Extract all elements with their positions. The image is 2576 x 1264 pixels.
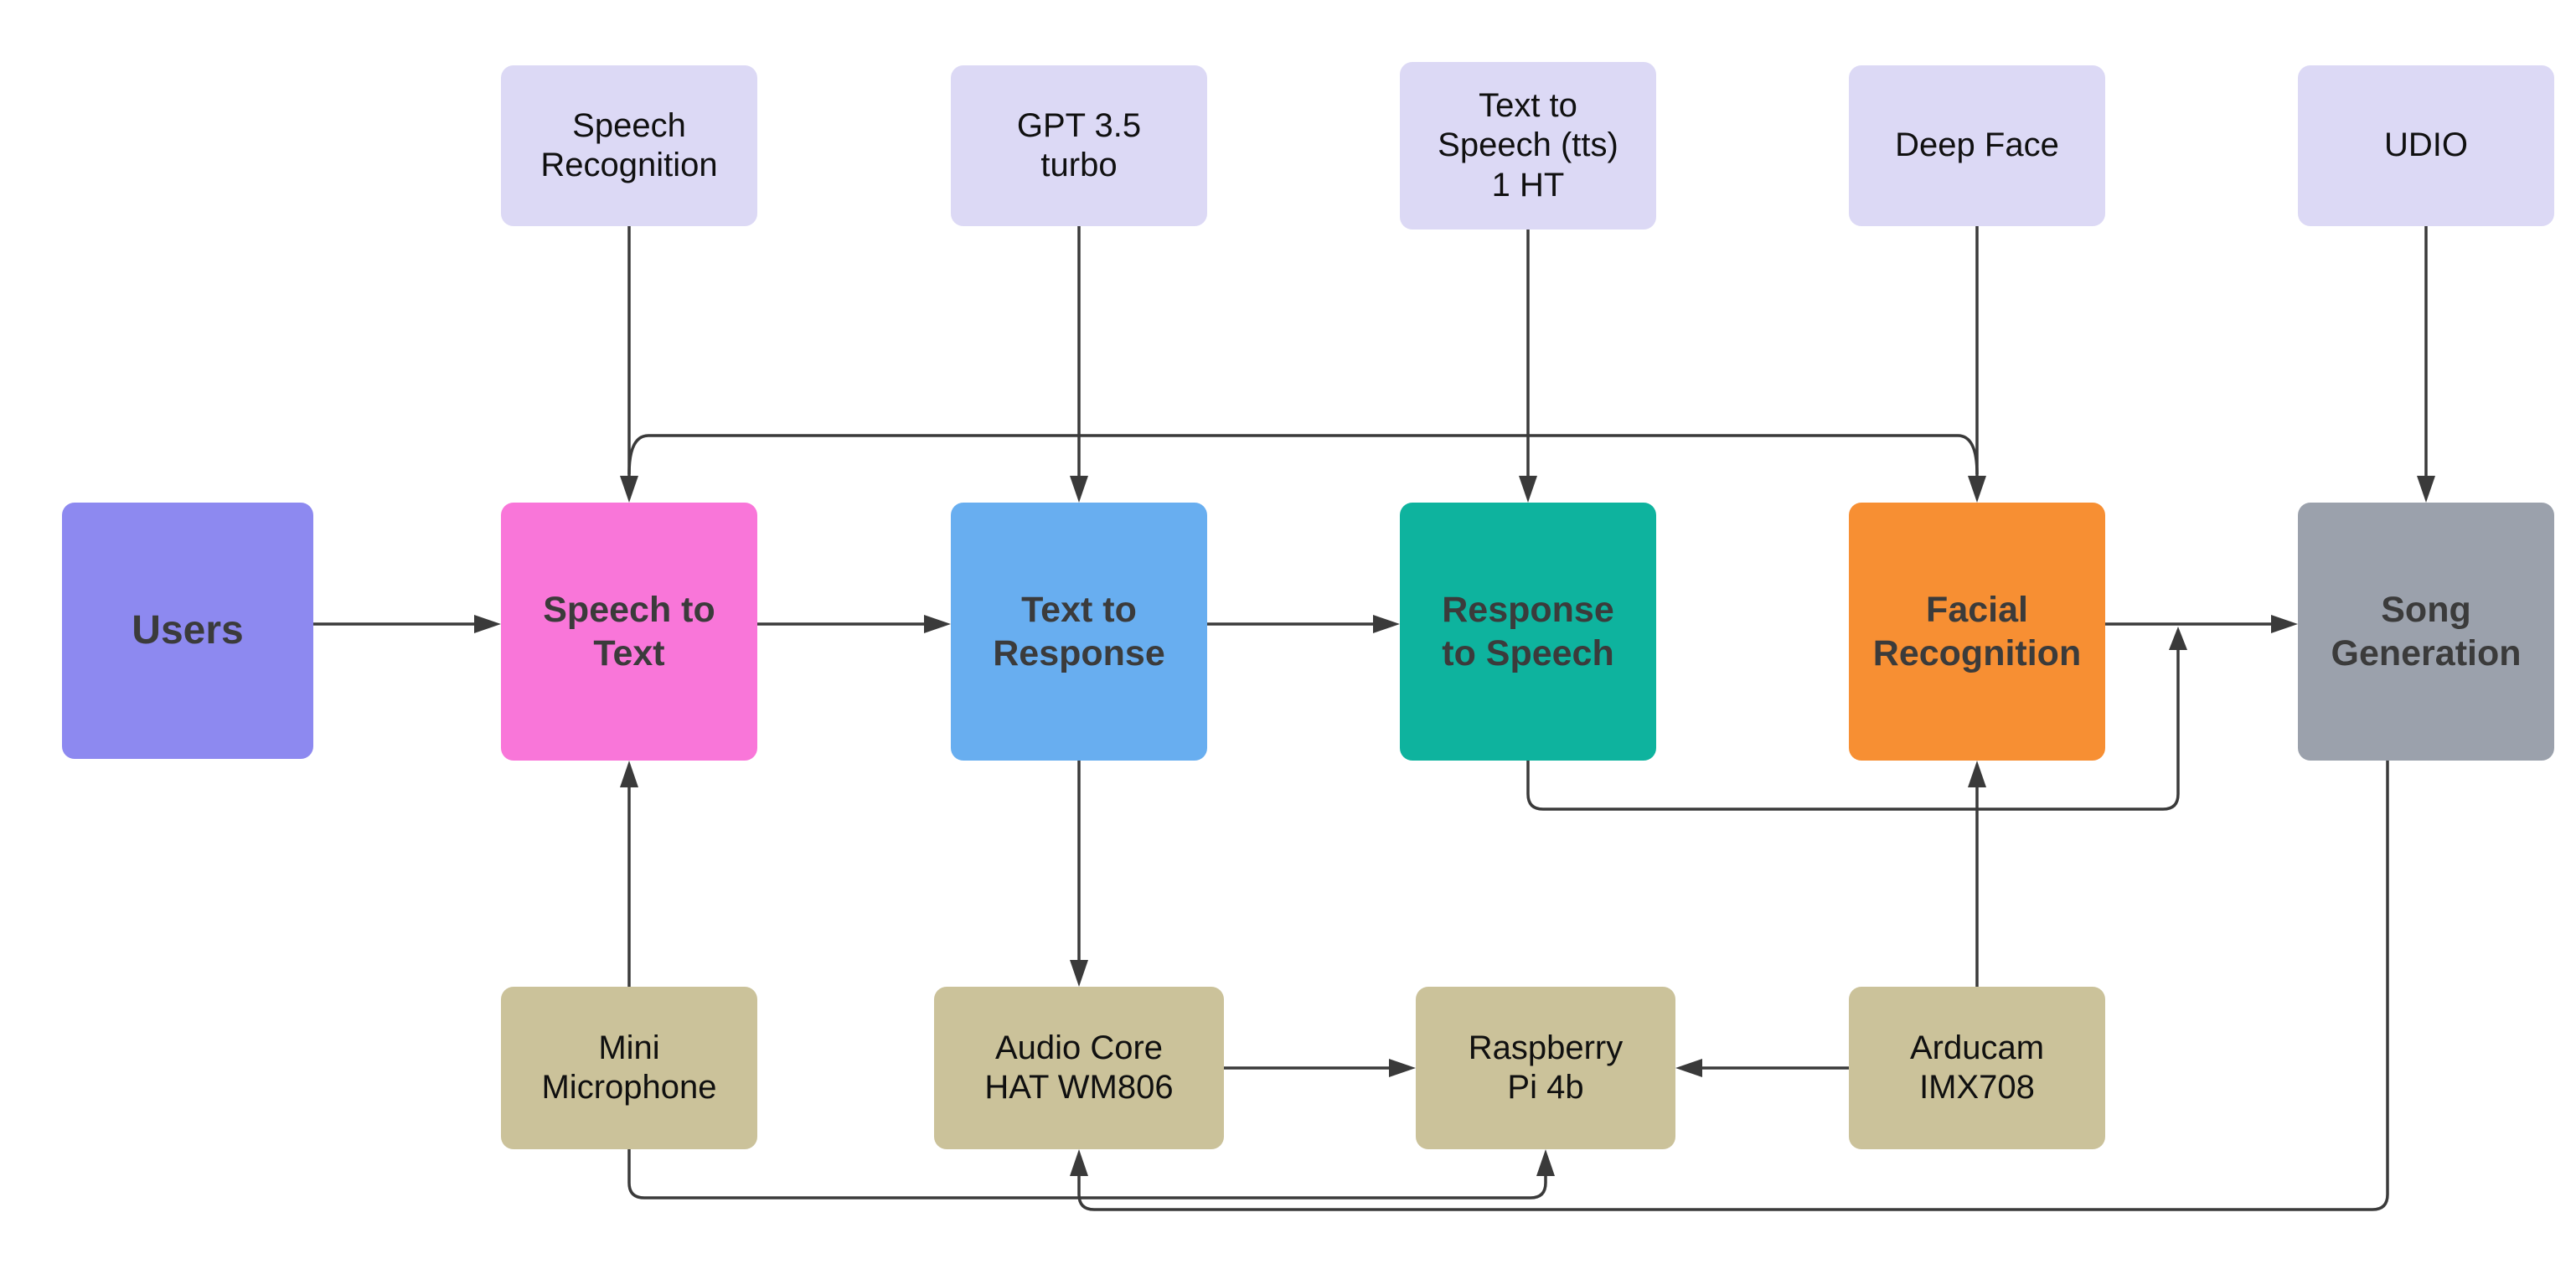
- node-label: Arducam IMX708: [1909, 1029, 2045, 1106]
- node-label: UDIO: [2384, 126, 2468, 164]
- node-facial-recognition[interactable]: Facial Recognition: [1849, 503, 2105, 761]
- arrowhead-deep-face-to-facial-recognition: [1968, 476, 1986, 503]
- node-label: Users: [132, 607, 244, 653]
- node-label: Audio Core HAT WM806: [984, 1029, 1174, 1106]
- arrowhead-speech-recognition-to-speech-to-text: [620, 476, 638, 503]
- node-arducam[interactable]: Arducam IMX708: [1849, 987, 2105, 1149]
- arrowhead-mini-microphone-to-raspberry-pi: [1536, 1149, 1555, 1176]
- node-label: Text to Response: [993, 589, 1165, 673]
- node-label: Text to Speech (tts) 1 HT: [1438, 87, 1618, 204]
- node-label: Facial Recognition: [1872, 589, 2082, 673]
- node-label: Speech Recognition: [540, 106, 718, 183]
- node-deep-face[interactable]: Deep Face: [1849, 65, 2105, 226]
- node-label: Deep Face: [1895, 126, 2059, 164]
- arrowhead-facial-recognition-to-song-generation: [2271, 615, 2298, 633]
- arrowhead-text-to-response-to-response-to-speech: [1373, 615, 1400, 633]
- node-speech-to-text[interactable]: Speech to Text: [501, 503, 757, 761]
- arrowhead-users-to-speech-to-text: [474, 615, 501, 633]
- node-udio[interactable]: UDIO: [2298, 65, 2554, 226]
- node-mini-microphone[interactable]: Mini Microphone: [501, 987, 757, 1149]
- edge-song-generation-to-audio-core: [1077, 761, 2389, 1211]
- arrowhead-song-generation-to-audio-core: [1070, 1149, 1088, 1176]
- arrowhead-mini-microphone-to-speech-to-text: [620, 761, 638, 787]
- arrowhead-arducam-to-raspberry-pi: [1675, 1059, 1702, 1077]
- node-label: Raspberry Pi 4b: [1468, 1029, 1624, 1106]
- arrowhead-speech-to-text-to-text-to-response: [924, 615, 951, 633]
- arrowhead-arducam-to-facial-recognition: [1968, 761, 1986, 787]
- node-song-generation[interactable]: Song Generation: [2298, 503, 2554, 761]
- node-label: Response to Speech: [1442, 589, 1614, 673]
- node-audio-core-hat[interactable]: Audio Core HAT WM806: [934, 987, 1224, 1149]
- node-users[interactable]: Users: [62, 503, 313, 759]
- node-raspberry-pi[interactable]: Raspberry Pi 4b: [1416, 987, 1675, 1149]
- arrowhead-tts-to-response-to-speech: [1519, 476, 1537, 503]
- edge-top-rail: [627, 434, 1979, 475]
- node-label: Mini Microphone: [541, 1029, 717, 1106]
- node-response-to-speech[interactable]: Response to Speech: [1400, 503, 1656, 761]
- arrowhead-udio-to-song-generation: [2417, 476, 2435, 503]
- node-gpt-35-turbo[interactable]: GPT 3.5 turbo: [951, 65, 1207, 226]
- edge-response-to-speech-loop: [1526, 650, 2180, 811]
- arrowhead-text-to-response-to-audio-core: [1070, 960, 1088, 987]
- node-text-to-speech-tts[interactable]: Text to Speech (tts) 1 HT: [1400, 62, 1656, 230]
- node-label: GPT 3.5 turbo: [1016, 106, 1142, 183]
- node-text-to-response[interactable]: Text to Response: [951, 503, 1207, 761]
- node-label: Speech to Text: [543, 589, 715, 673]
- edge-mini-microphone-to-raspberry-pi: [627, 1149, 1547, 1200]
- arrowhead-audio-core-to-raspberry-pi: [1389, 1059, 1416, 1077]
- node-label: Song Generation: [2331, 589, 2522, 673]
- arrowhead-gpt-to-text-to-response: [1070, 476, 1088, 503]
- arrowhead-response-to-speech-loop: [2169, 627, 2187, 650]
- node-speech-recognition[interactable]: Speech Recognition: [501, 65, 757, 226]
